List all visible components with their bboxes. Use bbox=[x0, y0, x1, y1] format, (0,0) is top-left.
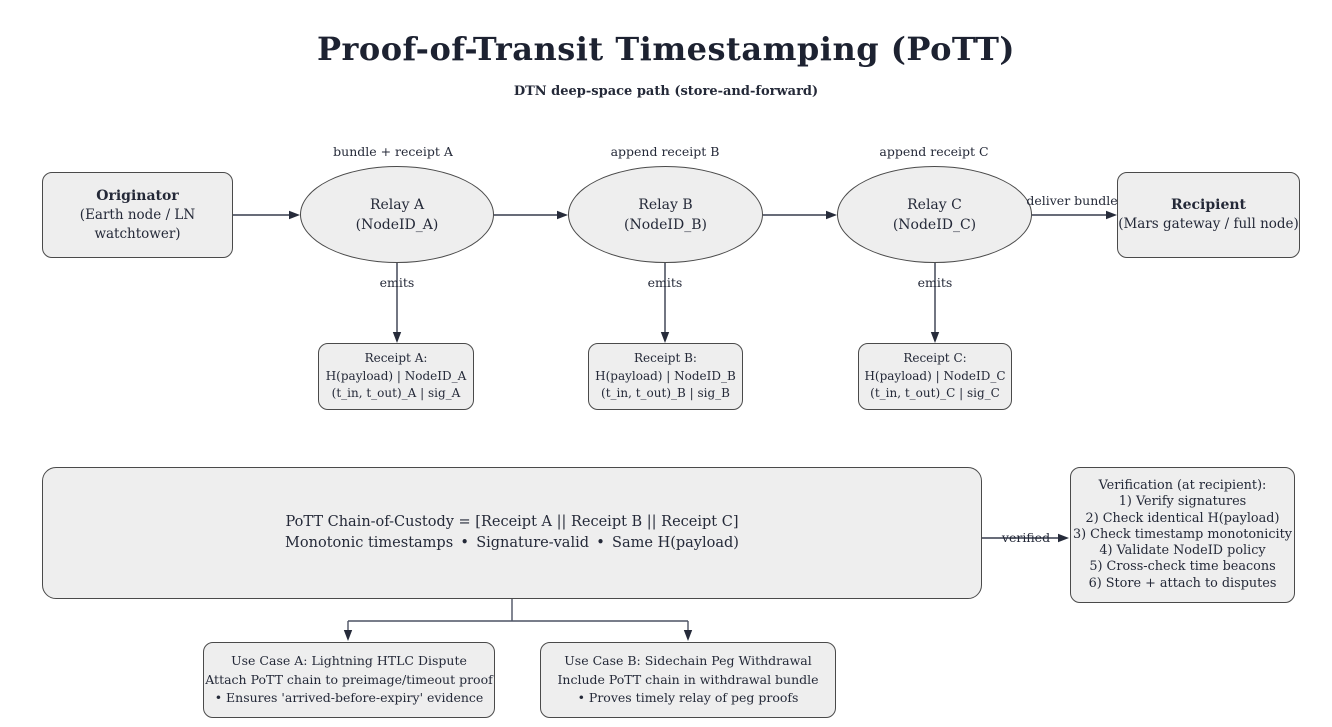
originator-desc: (Earth node / LN watchtower) bbox=[79, 206, 196, 242]
edge-label-append-receipt-c: append receipt C bbox=[879, 144, 989, 159]
recipient-node: Recipient (Mars gateway / full node) bbox=[1117, 172, 1300, 258]
originator-node: Originator (Earth node / LN watchtower) bbox=[42, 172, 233, 258]
arrowhead-relay-b bbox=[557, 210, 568, 220]
verification-line-5: 5) Cross-check time beacons bbox=[1089, 559, 1276, 575]
edge-label-deliver-bundle: deliver bundle bbox=[1026, 193, 1118, 208]
arrowhead-relay-a bbox=[289, 210, 300, 220]
edge-label-emits-b: emits bbox=[647, 275, 683, 290]
receipt-a-line2: H(payload) | NodeID_A bbox=[325, 368, 467, 383]
use-case-a-line3: • Ensures 'arrived-before-expiry' eviden… bbox=[214, 690, 484, 706]
arrowhead-receipt-c bbox=[930, 332, 940, 343]
use-case-b-line2: Include PoTT chain in withdrawal bundle bbox=[557, 671, 819, 687]
recipient-desc: (Mars gateway / full node) bbox=[1118, 216, 1299, 232]
edge-label-verified: verified bbox=[1001, 530, 1051, 545]
receipt-c-node: Receipt C: H(payload) | NodeID_C (t_in, … bbox=[858, 343, 1012, 410]
arrowhead-usecase-a bbox=[343, 630, 353, 641]
verification-line-0: Verification (at recipient): bbox=[1098, 478, 1267, 494]
custody-line2: Monotonic timestamps • Signature-valid •… bbox=[285, 535, 739, 551]
receipt-b-node: Receipt B: H(payload) | NodeID_B (t_in, … bbox=[588, 343, 743, 410]
relay-a-node: Relay A (NodeID_A) bbox=[300, 166, 494, 263]
relay-b-nodeid: (NodeID_B) bbox=[624, 216, 707, 233]
receipt-c-line3: (t_in, t_out)_C | sig_C bbox=[870, 386, 1000, 401]
page-subtitle: DTN deep-space path (store-and-forward) bbox=[513, 84, 819, 99]
verification-line-4: 4) Validate NodeID policy bbox=[1099, 543, 1266, 559]
arrowhead-usecase-b bbox=[683, 630, 693, 641]
arrowhead-relay-c bbox=[826, 210, 837, 220]
arrowhead-recipient bbox=[1106, 210, 1117, 220]
receipt-a-node: Receipt A: H(payload) | NodeID_A (t_in, … bbox=[318, 343, 474, 410]
originator-title: Originator bbox=[96, 187, 179, 204]
use-case-a-node: Use Case A: Lightning HTLC Dispute Attac… bbox=[203, 642, 495, 718]
receipt-a-line1: Receipt A: bbox=[364, 351, 428, 366]
relay-b-node: Relay B (NodeID_B) bbox=[568, 166, 763, 263]
verification-line-6: 6) Store + attach to disputes bbox=[1088, 575, 1277, 591]
relay-a-name: Relay A bbox=[369, 196, 425, 213]
arrowhead-verification bbox=[1058, 533, 1069, 543]
edge-label-bundle-receipt-a: bundle + receipt A bbox=[333, 144, 453, 159]
relay-b-name: Relay B bbox=[638, 196, 693, 213]
receipt-b-line2: H(payload) | NodeID_B bbox=[595, 368, 736, 383]
receipt-a-line3: (t_in, t_out)_A | sig_A bbox=[331, 386, 461, 401]
edge-label-emits-a: emits bbox=[379, 275, 415, 290]
receipt-b-line1: Receipt B: bbox=[634, 351, 697, 366]
use-case-a-line2: Attach PoTT chain to preimage/timeout pr… bbox=[205, 671, 493, 687]
arrowhead-receipt-a bbox=[392, 332, 402, 343]
use-case-b-node: Use Case B: Sidechain Peg Withdrawal Inc… bbox=[540, 642, 836, 718]
relay-a-nodeid: (NodeID_A) bbox=[355, 216, 439, 233]
recipient-title: Recipient bbox=[1170, 197, 1247, 213]
verification-line-3: 3) Check timestamp monotonicity bbox=[1072, 526, 1293, 542]
use-case-b-line3: • Proves timely relay of peg proofs bbox=[577, 690, 799, 706]
relay-c-nodeid: (NodeID_C) bbox=[892, 216, 977, 233]
chain-of-custody-node: PoTT Chain-of-Custody = [Receipt A || Re… bbox=[42, 467, 982, 599]
page-title: Proof-of-Transit Timestamping (PoTT) bbox=[316, 30, 1016, 68]
edge-label-append-receipt-b: append receipt B bbox=[610, 144, 720, 159]
use-case-b-line1: Use Case B: Sidechain Peg Withdrawal bbox=[564, 653, 812, 669]
verification-line-1: 1) Verify signatures bbox=[1118, 494, 1247, 510]
custody-line1: PoTT Chain-of-Custody = [Receipt A || Re… bbox=[285, 514, 739, 530]
relay-c-node: Relay C (NodeID_C) bbox=[837, 166, 1032, 263]
use-case-a-line1: Use Case A: Lightning HTLC Dispute bbox=[231, 653, 467, 669]
arrowhead-receipt-b bbox=[660, 332, 670, 343]
receipt-c-line1: Receipt C: bbox=[903, 351, 967, 366]
edge-label-emits-c: emits bbox=[917, 275, 953, 290]
relay-c-name: Relay C bbox=[907, 196, 962, 213]
verification-line-2: 2) Check identical H(payload) bbox=[1085, 510, 1280, 526]
receipt-b-line3: (t_in, t_out)_B | sig_B bbox=[601, 386, 730, 401]
receipt-c-line2: H(payload) | NodeID_C bbox=[864, 368, 1006, 383]
verification-node: Verification (at recipient): 1) Verify s… bbox=[1070, 467, 1295, 603]
